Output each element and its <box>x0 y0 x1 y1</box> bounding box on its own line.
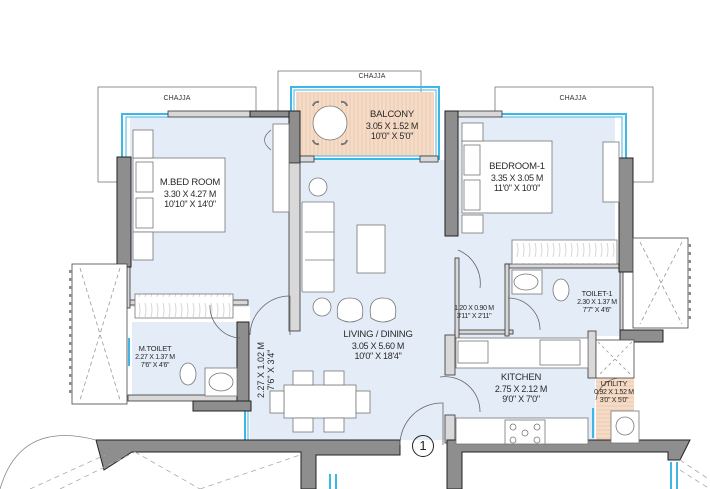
armchair <box>336 297 364 323</box>
door-bedroom1 <box>457 249 481 289</box>
wc-toilet1 <box>552 278 570 302</box>
room-label-bedroom1: BEDROOM-1 3.35 X 3.05 M 11'0" X 10'0" <box>489 161 545 194</box>
room-label-passage: 1.20 X 0.90 M 3'11" X 2'11" <box>454 305 494 321</box>
wc-master-toilet <box>179 362 197 386</box>
room-name: TOILET-1 <box>581 289 613 298</box>
room-label-toilet1: TOILET-1 2.30 X 1.37 M 7'7" X 4'6" <box>577 289 617 315</box>
balcony-table <box>312 105 348 141</box>
room-dim-metric: 3.30 X 4.27 M <box>163 188 217 199</box>
room-dim-metric: 1.20 X 0.90 M <box>454 305 494 312</box>
left-dry-balcony <box>71 263 128 405</box>
side-stool <box>312 297 332 317</box>
entrance-marker: 1 <box>412 435 434 457</box>
room-dim-imperial: 9'0" X 7'0" <box>502 394 540 405</box>
room-label-kitchen: KITCHEN 2.75 X 2.12 M 9'0" X 7'0" <box>494 372 548 405</box>
room-dim-metric: 0.92 X 1.52 M <box>594 388 634 396</box>
balcony-railings <box>69 244 691 393</box>
room-dim-imperial: 7'6" X 4'6" <box>140 361 170 369</box>
furniture <box>132 100 640 445</box>
room-name: LIVING / DINING <box>343 329 413 340</box>
room-label-balcony: BALCONY 3.05 X 1.52 M 10'0" X 5'0" <box>365 109 419 142</box>
room-dim-imperial: 3'11" X 2'11" <box>456 313 492 321</box>
right-dry-balcony <box>632 237 689 329</box>
door-toilet1 <box>507 297 541 331</box>
dresser-bedroom1 <box>602 141 620 203</box>
door-utility <box>595 377 623 401</box>
side-stool <box>308 177 328 197</box>
room-label-foyer: 2.27 X 1.02 M 7'6" X 3'4" <box>256 342 277 398</box>
shafts <box>71 237 689 405</box>
curve-lower-left <box>0 435 97 489</box>
room-dim-imperial: 10'0" X 18'4" <box>354 351 402 362</box>
room-label-utility: UTILITY 0.92 X 1.52 M 3'0" X 5'0" <box>594 379 634 405</box>
room-name: BEDROOM-1 <box>489 161 545 172</box>
room-name: UTILITY <box>600 379 628 388</box>
room-dim-metric: 3.05 X 1.52 M <box>365 120 419 131</box>
floor-passage <box>455 240 510 335</box>
room-dim-metric: 3.35 X 3.05 M <box>490 172 544 183</box>
door-master-bedroom <box>249 295 291 336</box>
dining-table <box>283 384 357 419</box>
room-dim-imperial: 11'0" X 10'0" <box>493 183 541 194</box>
door-kitchen <box>439 376 481 413</box>
side-table <box>132 231 154 261</box>
door-swings <box>0 249 710 489</box>
wardrobe-master <box>134 293 234 319</box>
room-name: M.BED ROOM <box>159 177 221 188</box>
room-dim-metric: 2.30 X 1.37 M <box>577 298 617 306</box>
kitchen-sink <box>539 339 581 366</box>
room-dim-imperial: 7'7" X 4'6" <box>582 306 612 314</box>
room-dim-imperial: 10'0" X 5'0" <box>370 131 414 142</box>
sofa <box>301 201 335 293</box>
room-name: KITCHEN <box>500 372 542 383</box>
dresser-master <box>272 123 290 213</box>
door-main-entrance <box>399 402 444 446</box>
room-name: BALCONY <box>369 109 415 120</box>
wall-bottom-left <box>95 439 401 489</box>
room-dim-imperial: 10'10" X 14'0" <box>164 199 216 210</box>
armchair <box>369 297 397 323</box>
room-dim-imperial: 3'0" X 5'0" <box>599 396 629 404</box>
room-name: M.TOILET <box>138 344 172 353</box>
room-dim-metric: 3.05 X 5.60 M <box>351 340 405 351</box>
wardrobe-bedroom1 <box>511 239 618 265</box>
room-dim-metric: 2.75 X 2.12 M <box>494 383 548 394</box>
chajja-label-right: CHAJJA <box>559 95 587 102</box>
fridge <box>457 340 489 364</box>
side-table <box>132 129 154 159</box>
room-dim-metric: 2.27 X 1.02 M <box>256 341 266 398</box>
structural-walls <box>95 110 691 489</box>
room-label-master-bedroom: M.BED ROOM 3.30 X 4.27 M 10'10" X 14'0" <box>159 177 221 210</box>
chajja-label-center: CHAJJA <box>358 73 386 80</box>
room-dim-metric: 2.27 X 1.37 M <box>135 353 175 361</box>
coffee-table <box>356 224 386 274</box>
window-master-bedroom <box>121 113 168 158</box>
room-label-master-toilet: M.TOILET 2.27 X 1.37 M 7'6" X 4'6" <box>135 344 175 370</box>
window-bedroom1 <box>500 113 627 160</box>
room-dim-imperial: 7'6" X 3'4" <box>266 349 277 391</box>
chajja-label-left: CHAJJA <box>163 95 191 102</box>
door-master-toilet <box>209 304 241 339</box>
room-label-living-dining: LIVING / DINING 3.05 X 5.60 M 10'0" X 18… <box>343 329 413 362</box>
wall-bottom-right <box>446 439 691 489</box>
